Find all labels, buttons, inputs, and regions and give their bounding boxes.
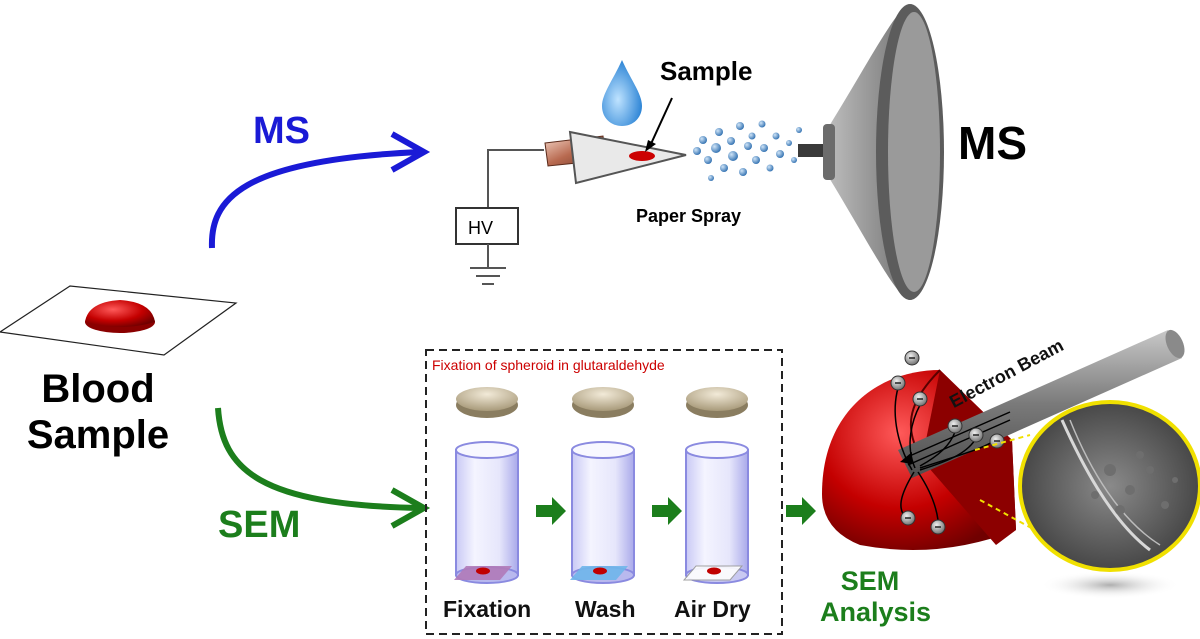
electron-beam-column xyxy=(898,329,1185,478)
sem-analysis-label: SEM Analysis xyxy=(820,566,932,628)
fixation-title: Fixation of spheroid in glutaraldehyde xyxy=(432,357,665,373)
step-label-fixation: Fixation xyxy=(443,596,532,622)
sample-label: Sample xyxy=(660,56,753,86)
ms-branch-arrow xyxy=(208,131,431,249)
sample-spot xyxy=(629,151,655,161)
scatter-paths xyxy=(894,387,996,521)
ms-instrument-label: MS xyxy=(958,117,1027,169)
step-label-wash: Wash xyxy=(575,596,636,622)
hv-box xyxy=(455,207,519,245)
ms-instrument-icon xyxy=(798,4,944,300)
blood-sample-icon xyxy=(0,285,238,356)
sem-analysis-label-line1: SEM xyxy=(840,566,900,596)
blood-sample-label: Blood Sample xyxy=(0,366,196,458)
sem-image xyxy=(1018,400,1200,572)
paper-spray-label: Paper Spray xyxy=(636,206,742,226)
sem-analysis-label-line2: Analysis xyxy=(820,597,932,627)
sem-branch-label: SEM xyxy=(218,504,301,546)
hv-circuit xyxy=(455,149,544,285)
fixation-box xyxy=(425,349,783,635)
step-label-airdry: Air Dry xyxy=(674,596,751,622)
blood-sample-label-line1: Blood xyxy=(41,367,155,411)
droplet-icon xyxy=(602,60,642,126)
spray-ions xyxy=(693,120,802,181)
vial-airdry xyxy=(682,387,749,584)
vial-fixation xyxy=(454,387,519,584)
blood-sample-label-line2: Sample xyxy=(26,413,170,457)
sem-zoom-callout xyxy=(974,400,1200,599)
electrons xyxy=(890,350,1005,535)
sem-branch-arrow xyxy=(215,407,431,529)
step-arrows xyxy=(536,497,816,525)
ms-branch-label: MS xyxy=(253,110,310,152)
paper-triangle xyxy=(568,97,687,185)
vial-wash xyxy=(570,387,635,584)
hv-label: HV xyxy=(468,218,494,238)
